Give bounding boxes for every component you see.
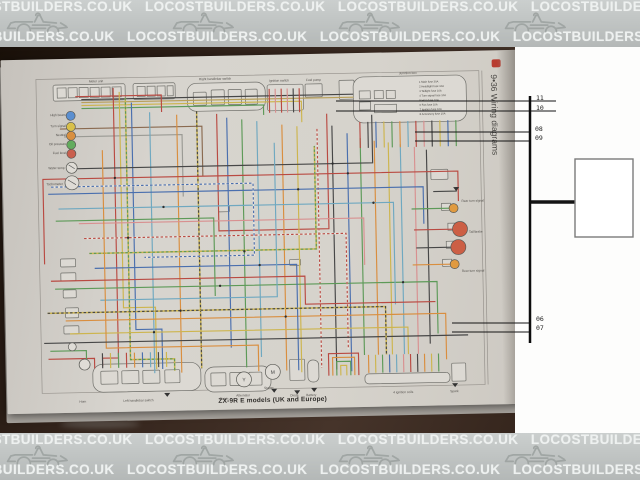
svg-text:1 Main fuse 30A: 1 Main fuse 30A: [419, 79, 439, 83]
locost-car-icon: [6, 445, 69, 466]
svg-text:7 Ignition fuse 10A: 7 Ignition fuse 10A: [420, 107, 443, 111]
annotation-panel: [515, 47, 640, 433]
page-side-text: 9•36 Wiring diagrams: [489, 74, 501, 155]
svg-text:Battery: Battery: [306, 393, 317, 397]
svg-text:6 Fan fuse 10A: 6 Fan fuse 10A: [419, 102, 438, 106]
svg-text:Right handlebar switch: Right handlebar switch: [199, 77, 232, 82]
svg-text:Neutral: Neutral: [56, 133, 67, 137]
svg-text:4 Turn signal fuse 10A: 4 Turn signal fuse 10A: [419, 93, 446, 98]
svg-text:Left handlebar switch: Left handlebar switch: [123, 398, 153, 403]
svg-text:Rear turn signal: Rear turn signal: [462, 269, 485, 273]
watermark-text-row: LOCOSTBUILDERS.CO.UK LOCOSTBUILDERS.CO.U…: [0, 462, 640, 477]
svg-text:Oil pressure: Oil pressure: [49, 142, 66, 146]
svg-text:Clutch: Clutch: [219, 397, 228, 401]
locost-car-icon: [6, 12, 69, 33]
svg-text:Starter: Starter: [264, 386, 275, 390]
svg-text:5 Horn fuse 10A: 5 Horn fuse 10A: [419, 98, 439, 102]
svg-text:2 Headlight fuse 10A: 2 Headlight fuse 10A: [419, 84, 444, 89]
svg-text:Fuel level: Fuel level: [53, 151, 67, 155]
svg-text:Ignition switch: Ignition switch: [269, 78, 289, 82]
locost-car-icon: [338, 12, 401, 33]
watermark-text-row: LOCOSTBUILDERS.CO.UK LOCOSTBUILDERS.CO.U…: [0, 29, 640, 44]
svg-text:Meter unit: Meter unit: [89, 79, 103, 83]
svg-text:Fuel pump: Fuel pump: [306, 78, 321, 82]
locost-car-icon: [504, 12, 567, 33]
svg-text:Horn: Horn: [79, 400, 86, 404]
locost-car-icon: [338, 445, 401, 466]
svg-text:8 Accessory fuse 10A: 8 Accessory fuse 10A: [420, 111, 446, 116]
svg-text:Junction box: Junction box: [399, 71, 417, 75]
diagram-caption: ZX-9R E models (UK and Europe): [218, 396, 327, 405]
svg-text:4 ignition coils: 4 ignition coils: [393, 390, 414, 394]
svg-text:Tachometer: Tachometer: [46, 182, 64, 186]
svg-text:Y: Y: [242, 377, 246, 383]
svg-text:Water temp: Water temp: [48, 166, 65, 170]
svg-text:High beam: High beam: [50, 113, 66, 117]
watermark-banner-bottom: LOCOSTBUILDERS.CO.UK LOCOSTBUILDERS.CO.U…: [0, 433, 640, 480]
svg-text:Alternator: Alternator: [236, 393, 251, 397]
locost-car-icon: [172, 12, 235, 33]
watermark-banner-top: LOCOSTBUILDERS.CO.UK LOCOSTBUILDERS.CO.U…: [0, 0, 640, 47]
locost-car-icon: [172, 445, 235, 466]
watermark-text-row: LOCOSTBUILDERS.CO.UK LOCOSTBUILDERS.CO.U…: [0, 433, 640, 447]
svg-text:3 Taillight fuse 10A: 3 Taillight fuse 10A: [419, 89, 442, 93]
svg-text:Turn signal: Turn signal: [50, 124, 66, 128]
svg-text:M: M: [271, 370, 275, 376]
svg-text:Rear turn signal: Rear turn signal: [461, 199, 484, 203]
svg-text:Diode: Diode: [290, 393, 299, 397]
svg-text:Spark: Spark: [450, 389, 459, 393]
watermark-text-row: LOCOSTBUILDERS.CO.UK LOCOSTBUILDERS.CO.U…: [0, 0, 640, 14]
svg-text:Tail/brake: Tail/brake: [469, 230, 483, 234]
locost-car-icon: [504, 445, 567, 466]
